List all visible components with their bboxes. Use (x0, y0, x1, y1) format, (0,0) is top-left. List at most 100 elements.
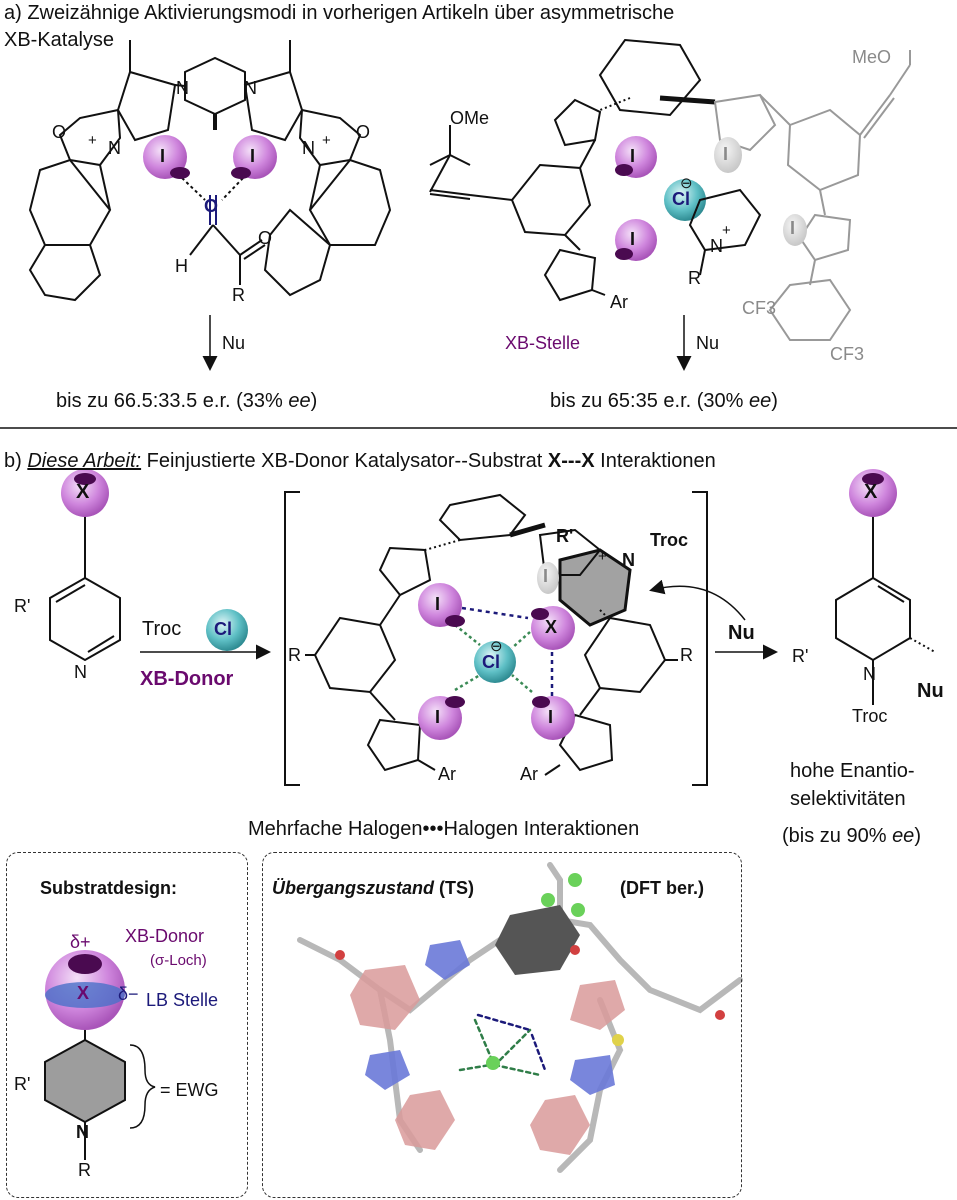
ar-label-a: Ar (610, 292, 628, 312)
sigma-hole-left-a (170, 167, 190, 179)
cf3-upper-label: CF3 (742, 298, 777, 318)
design-x-label: X (77, 983, 90, 1003)
iodine-right-label: I (250, 146, 256, 166)
bis-triazole-catalyst-a (429, 38, 716, 302)
interactions-caption: Mehrfache Halogen•••Halogen Interaktione… (248, 818, 640, 840)
substrate-n-label: N (74, 662, 87, 682)
grey-iodine-lower-label: I (790, 218, 796, 238)
iodine-left-label: I (160, 146, 166, 166)
sigma-hole-substrate (74, 473, 96, 485)
aldehyde-oxygen-label: O (204, 196, 219, 216)
design-rprime-label: R' (14, 1074, 31, 1094)
ewg-label: = EWG (160, 1080, 219, 1100)
n-complex-label: N (622, 550, 635, 570)
substrate-design-drawing (44, 950, 156, 1160)
xb-contacts (454, 606, 554, 700)
grey-iodine-complex (537, 562, 559, 594)
x-complex-label: X (545, 617, 558, 637)
ome-label: OMe (450, 108, 490, 128)
chloride-a-minus: ⊖ (680, 175, 693, 192)
product-n-label: N (863, 664, 876, 684)
result-left: bis zu 66.5:33.5 e.r. (33% ee) (56, 390, 318, 412)
r-complex-left: R (288, 645, 301, 665)
ketone-o-label: O (258, 228, 273, 248)
sigma-hole-lower-a2 (615, 248, 633, 260)
delta-minus-label: δ− (118, 984, 139, 1004)
product-x-label: X (864, 481, 878, 503)
sigma-hole-complex-ll (445, 696, 465, 708)
transition-state-box (262, 852, 742, 1198)
oxygen-left-label: O (52, 122, 67, 142)
rprime-complex-label: R' (556, 526, 574, 546)
xb-stelle-label: XB-Stelle (505, 333, 581, 353)
pyridinium-a (688, 188, 762, 276)
sigma-hole-complex-ul (445, 615, 465, 627)
product-troc-label: Troc (852, 706, 888, 726)
sigma-hole-complex-x (531, 608, 549, 620)
cf3-lower-label: CF3 (830, 344, 865, 364)
r-complex-right: R (680, 645, 693, 665)
product-dihydropyridine (835, 512, 911, 705)
sigma-hole-label: (σ-Loch) (150, 952, 207, 969)
product-nu-label: Nu (917, 680, 944, 702)
ts-title: Übergangszustand (TS) (272, 878, 475, 898)
pyridinium-plus: + (722, 222, 731, 239)
selectivity-line2: selektivitäten (790, 788, 906, 810)
product-rprime-label: R' (792, 646, 809, 666)
oxygen-right-label: O (356, 122, 371, 142)
section-a-header-line2: XB-Katalyse (4, 29, 115, 51)
ar-complex-left: Ar (438, 764, 456, 784)
sigma-hole-upper-a2 (615, 164, 633, 176)
dft-label: (DFT ber.) (620, 878, 704, 898)
lb-stelle-label: LB Stelle (146, 990, 219, 1010)
selectivity-line3: (bis zu 90% ee) (782, 825, 921, 847)
troc-complex-label: Troc (650, 530, 689, 550)
aldehyde-h-label: H (175, 256, 188, 276)
transition-state-model (297, 862, 743, 1173)
iodine-a2-lower-label: I (630, 229, 636, 249)
chloride-a-label: Cl (672, 189, 690, 209)
xb-donor-design-label: XB-Donor (125, 926, 205, 946)
iodine-a2-upper-label: I (630, 146, 636, 166)
complex-skeleton (305, 493, 678, 776)
pyridinium-n-label: N (710, 236, 723, 256)
n-left2-label: N (108, 138, 121, 158)
substrate-design-box (6, 852, 248, 1198)
nu-reagent-label: Nu (728, 622, 755, 644)
grey-fragment-a (713, 50, 911, 341)
sigma-hole-right-a (231, 167, 251, 179)
design-n-label: N (76, 1122, 89, 1142)
plus-right-label: + (322, 132, 331, 149)
r-label-a: R (232, 285, 245, 305)
xb-donor-label: XB-Donor (140, 668, 234, 690)
design-r-label: R (78, 1160, 91, 1180)
selectivity-line1: hohe Enantio- (790, 760, 915, 782)
n-right-label: N (244, 78, 257, 98)
chloride-complex-minus: ⊖ (490, 638, 503, 655)
grey-iodine-upper (714, 137, 742, 173)
grey-iodine-lower (783, 214, 807, 246)
grey-iodine-upper-label: I (723, 144, 729, 164)
meo-label: MeO (852, 47, 892, 67)
substrate-pyridine (49, 512, 121, 662)
sigma-hole-product (862, 473, 884, 485)
sigma-hole-complex-lr (532, 696, 550, 708)
substrate-rprime-label: R' (14, 596, 31, 616)
halogen-sphere-substrate (61, 469, 109, 517)
substrate-x-label: X (76, 481, 90, 503)
ar-complex-right: Ar (520, 764, 538, 784)
substrate-design-title: Substratdesign: (40, 878, 178, 898)
grey-iodine-complex-label: I (543, 566, 549, 586)
n-right2-label: N (302, 138, 315, 158)
pyridinium-r-label: R (688, 268, 701, 288)
chloride-complex-label: Cl (482, 652, 500, 672)
iodine-complex-ll-label: I (435, 707, 441, 727)
chloride-sphere-reagent (206, 609, 248, 651)
cl-reagent-label: Cl (214, 619, 232, 639)
iodine-complex-lr-label: I (548, 707, 554, 727)
plus-left-label: + (88, 132, 97, 149)
plus-complex: + (598, 548, 607, 565)
section-b-header: b) Diese Arbeit: Feinjustierte XB-Donor … (4, 450, 716, 472)
result-right: bis zu 65:35 e.r. (30% ee) (550, 390, 778, 412)
delta-plus-label: δ+ (70, 932, 91, 952)
